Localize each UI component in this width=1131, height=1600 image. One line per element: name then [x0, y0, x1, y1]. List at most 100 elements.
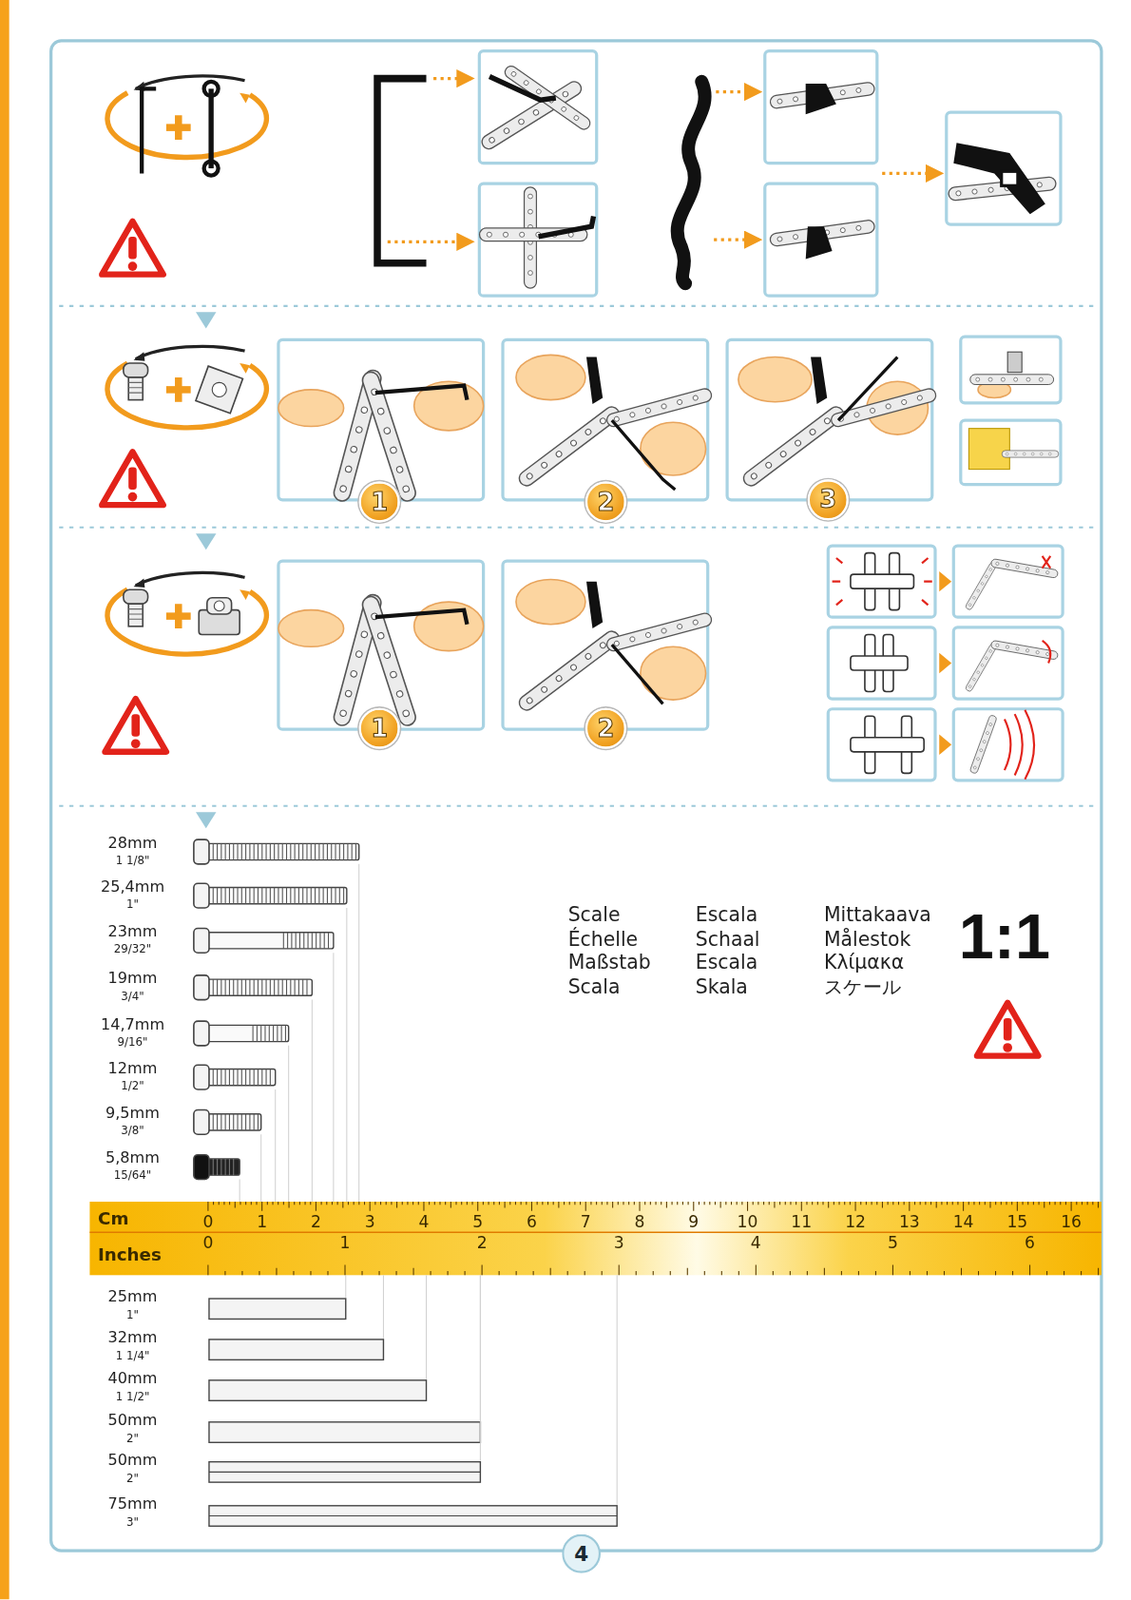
- cm-tick: [406, 1201, 408, 1205]
- inch-tick: [806, 1270, 808, 1275]
- cm-tick: [271, 1201, 273, 1205]
- cm-tick: [288, 1201, 290, 1208]
- inch-tick: [275, 1267, 277, 1276]
- screw-thread: [287, 932, 288, 949]
- cm-tick: [331, 1201, 333, 1205]
- cm-tick: [881, 1201, 883, 1208]
- screw-thread: [282, 843, 284, 860]
- screw-thread: [303, 932, 305, 949]
- screw-thread: [318, 887, 320, 904]
- screw-thread: [260, 1024, 262, 1041]
- screw-head: [193, 1064, 210, 1090]
- cm-tick: [957, 1201, 959, 1205]
- cm-tick: [730, 1201, 732, 1205]
- cm-tick: [239, 1201, 241, 1205]
- screw-thread: [232, 978, 234, 996]
- screw-thread: [286, 843, 288, 860]
- inch-tick: [704, 1270, 706, 1275]
- cm-tick: [671, 1201, 673, 1205]
- cm-tick: [245, 1201, 247, 1205]
- inch-tick: [309, 1270, 311, 1275]
- cm-tick: [898, 1201, 900, 1205]
- screw-head: [193, 975, 210, 1000]
- cm-tick: [978, 1201, 980, 1205]
- screw-thread: [220, 1113, 222, 1131]
- screw-thread: [269, 978, 271, 996]
- cm-tick: [574, 1201, 576, 1205]
- cm-tick: [839, 1201, 841, 1205]
- inch-number: 5: [872, 1234, 914, 1252]
- rod: [209, 1380, 427, 1400]
- cm-number: 7: [565, 1213, 607, 1231]
- inch-tick: [960, 1267, 962, 1276]
- screw-thread: [225, 887, 227, 904]
- screw-thread: [264, 1024, 266, 1041]
- cm-number: 0: [187, 1213, 229, 1231]
- screw-thread: [249, 887, 250, 904]
- cm-tick: [930, 1201, 932, 1205]
- inch-tick: [1029, 1265, 1031, 1276]
- inch-tick: [207, 1265, 209, 1276]
- cm-tick: [347, 1201, 349, 1205]
- inch-tick: [447, 1270, 449, 1275]
- screw-length: 23mm: [76, 923, 189, 940]
- cm-tick: [779, 1201, 781, 1205]
- screw-thread: [314, 887, 316, 904]
- inch-tick: [430, 1270, 432, 1275]
- cm-tick: [688, 1201, 690, 1205]
- step-number: 2: [585, 708, 627, 749]
- cm-tick: [590, 1201, 592, 1205]
- cm-tick: [936, 1201, 938, 1208]
- ruler-unit: Cm: [97, 1209, 129, 1227]
- screw-thread: [257, 978, 259, 996]
- inch-tick: [481, 1265, 483, 1276]
- screw-thread: [351, 843, 353, 860]
- cm-tick: [1016, 1201, 1018, 1211]
- inch-number: 2: [461, 1234, 503, 1252]
- inch-number: 3: [598, 1234, 640, 1252]
- screw-length-inch: 3/4": [76, 990, 189, 1002]
- screw-thread: [277, 843, 279, 860]
- screw-length-inch: 9/16": [76, 1035, 189, 1048]
- screw-thread: [281, 1024, 283, 1041]
- inch-tick: [875, 1270, 877, 1275]
- screw-thread: [294, 978, 296, 996]
- inch-tick: [738, 1270, 740, 1275]
- leader-line: [345, 907, 347, 1202]
- screw-thread: [232, 1113, 234, 1131]
- screw-thread: [307, 932, 309, 949]
- screw-thread: [220, 1069, 222, 1086]
- page-number: 4: [561, 1533, 601, 1573]
- inch-number: 6: [1009, 1234, 1051, 1252]
- cm-tick: [1021, 1201, 1023, 1205]
- cm-tick: [418, 1201, 420, 1205]
- cm-tick: [1059, 1201, 1061, 1205]
- cm-tick: [536, 1201, 538, 1205]
- scale-word: Escala: [695, 904, 758, 925]
- inch-tick: [755, 1265, 757, 1276]
- cm-tick: [498, 1201, 500, 1205]
- cm-tick: [229, 1201, 231, 1205]
- cm-tick: [773, 1201, 775, 1208]
- screw-thread: [225, 843, 227, 860]
- cm-tick: [822, 1201, 824, 1205]
- leader-line: [616, 1274, 618, 1504]
- screw-thread: [266, 887, 268, 904]
- scale-word: Scale: [568, 904, 621, 925]
- screw-thread: [277, 887, 279, 904]
- screw-head: [193, 839, 210, 864]
- cm-tick: [908, 1201, 910, 1211]
- screw-thread: [212, 978, 214, 996]
- rod-length-inch: 3": [76, 1516, 189, 1529]
- inch-tick: [361, 1270, 363, 1275]
- cm-tick: [428, 1201, 430, 1205]
- leader-line: [345, 1274, 346, 1298]
- cm-tick: [466, 1201, 468, 1205]
- inch-tick: [292, 1270, 294, 1275]
- scale-word: Mittakaava: [824, 904, 932, 925]
- cm-tick: [1027, 1201, 1029, 1205]
- screw-head: [193, 1109, 210, 1134]
- cm-tick: [849, 1201, 851, 1205]
- inch-tick: [533, 1270, 535, 1275]
- screw-length-inch: 1 1/8": [76, 854, 189, 866]
